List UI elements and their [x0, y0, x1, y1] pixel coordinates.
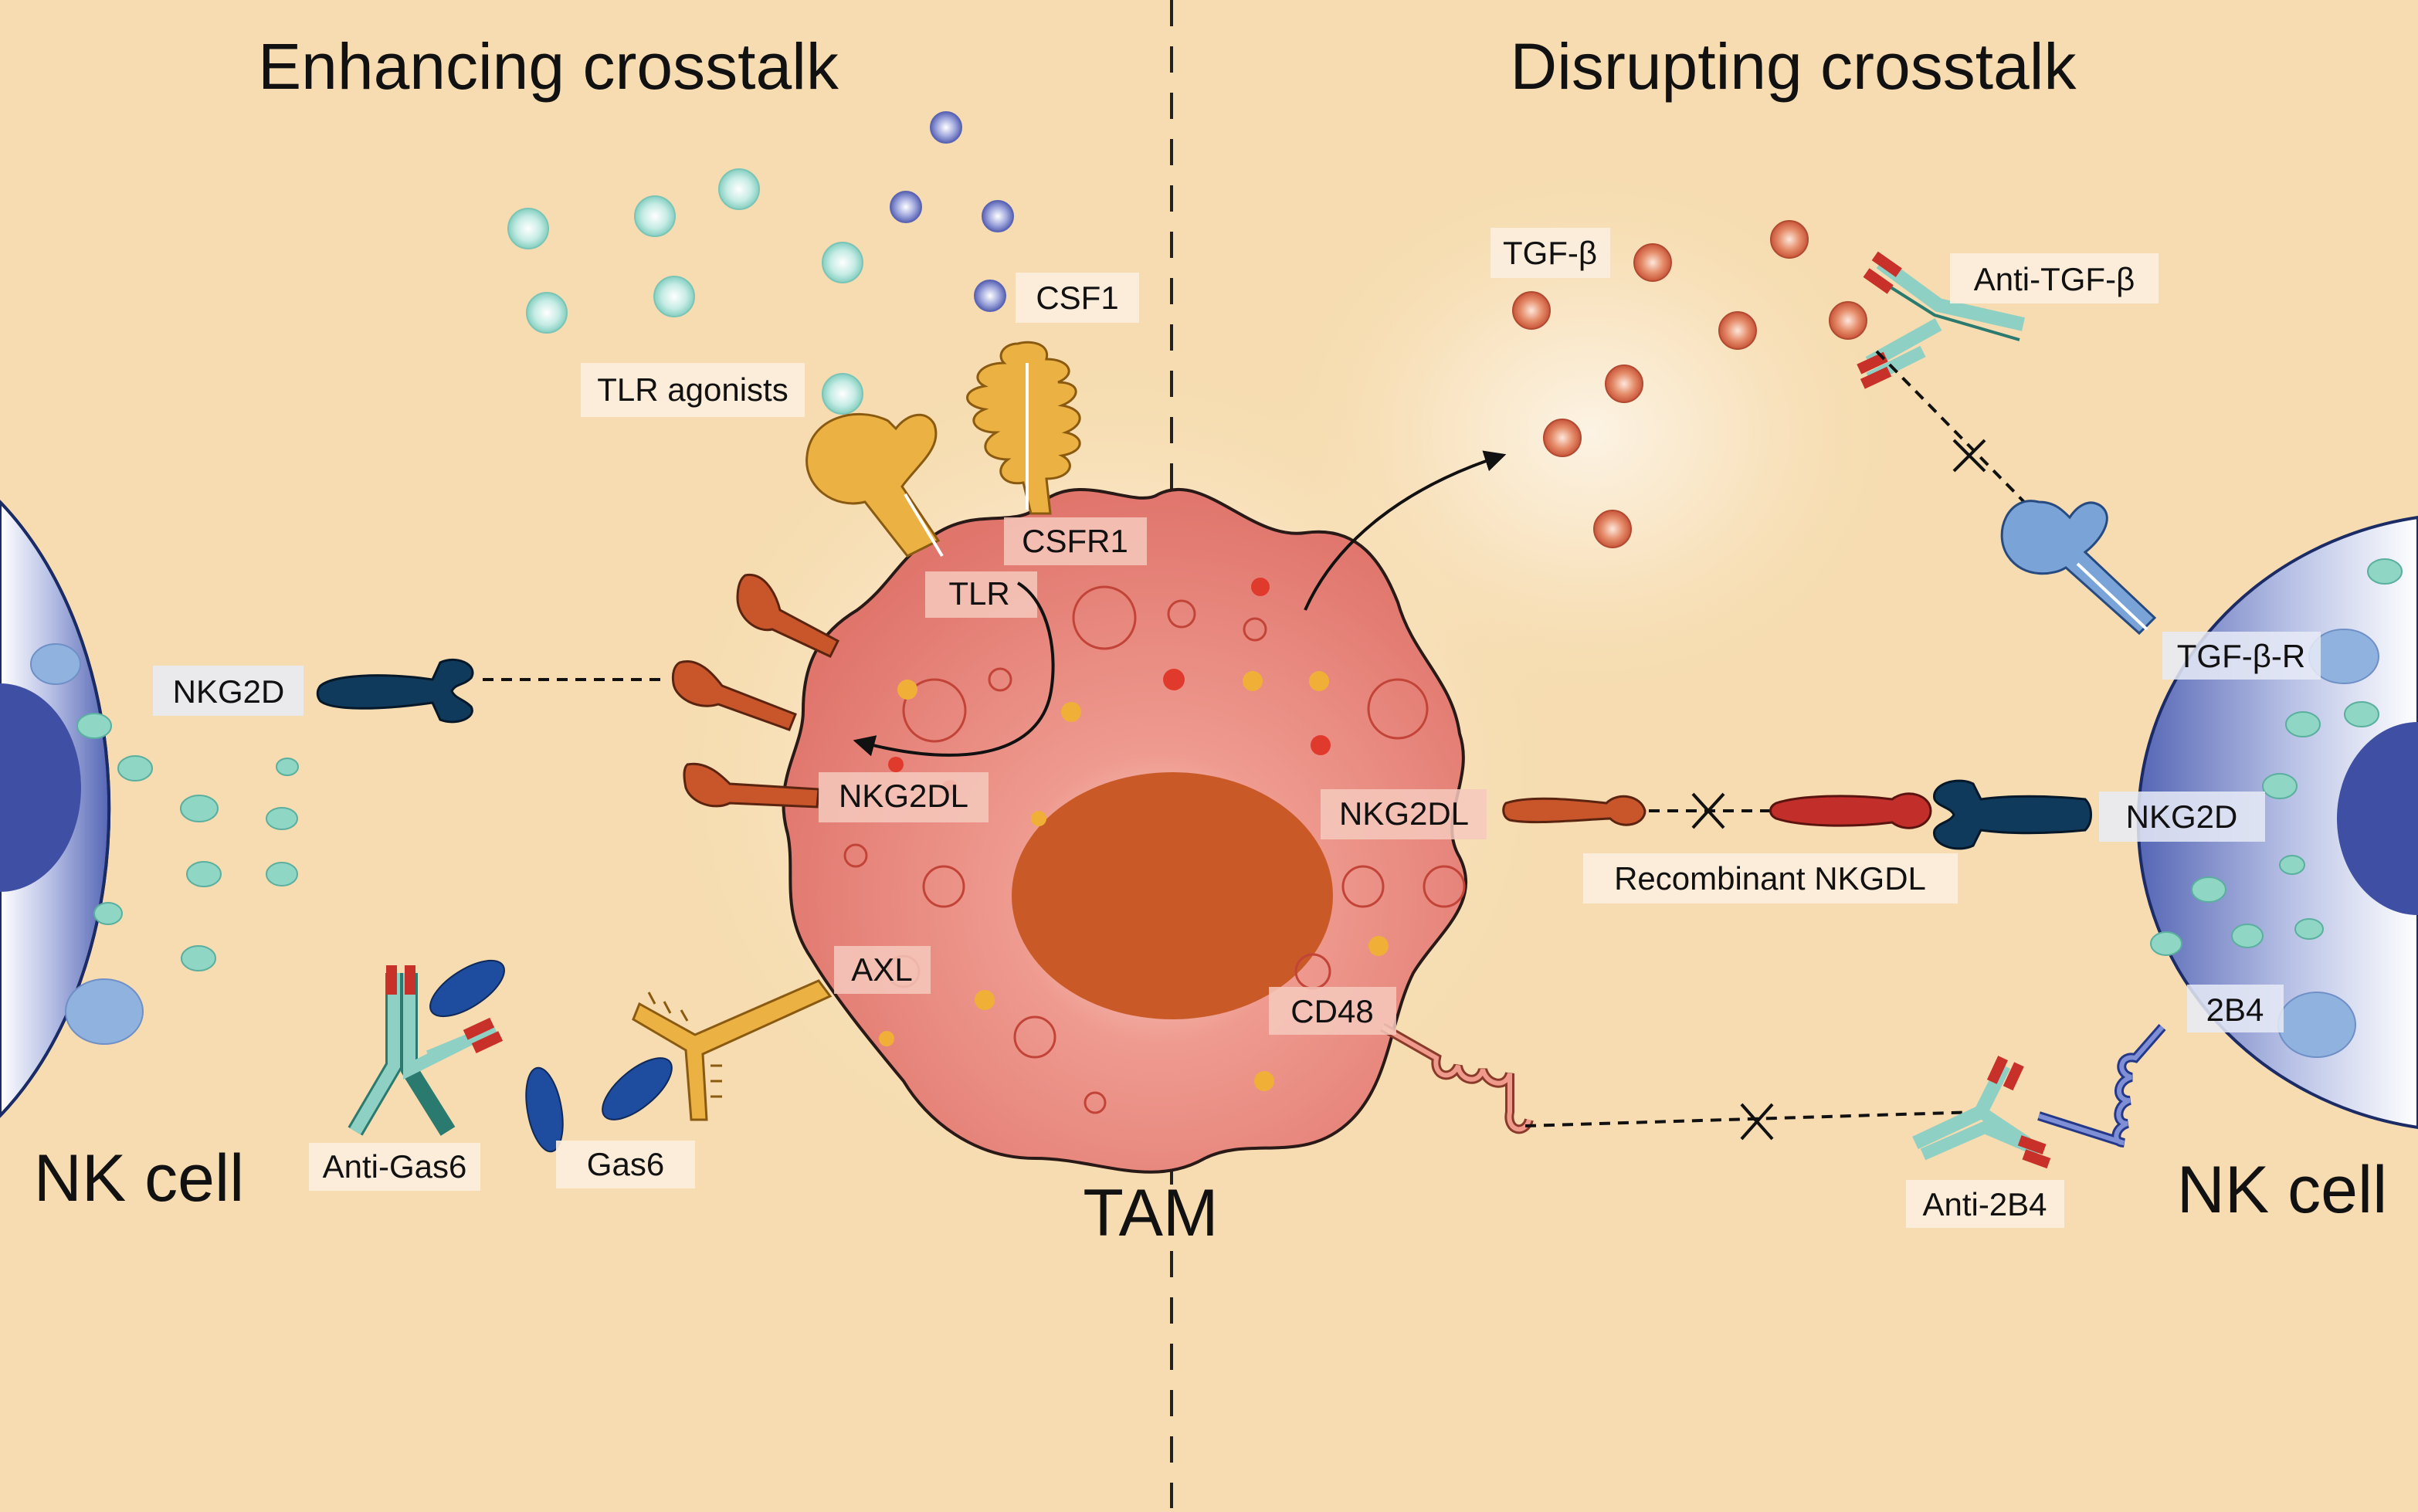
nkg2d-left-receptor: [316, 658, 474, 724]
nkg2d-right-label-box: [2099, 792, 2265, 842]
nkg2dl-block-x: [1691, 792, 1725, 829]
anti-tgfb-label: Anti-TGF-β: [1974, 261, 2135, 297]
csf1-label: CSF1: [1036, 280, 1118, 316]
nkg2dl-left-label-box: [819, 772, 989, 822]
nk-right-nucleus: [2337, 722, 2418, 915]
nk-cell-left: [0, 500, 299, 1118]
nkg2d-left-label: NKG2D: [173, 673, 285, 710]
anti-2b4-label: Anti-2B4: [1922, 1186, 2047, 1222]
cd48-label-box: [1269, 987, 1396, 1035]
tlr-receptor: [805, 412, 944, 558]
nkg2d-right-receptor: [1933, 779, 2092, 850]
nk-cell-left-label: NK cell: [34, 1141, 244, 1215]
tlr-signal-arrow: [853, 581, 1055, 757]
anti-tgfb-block-line: [1875, 350, 2064, 542]
nk-left-nucleus: [0, 683, 81, 892]
tgfb-particles: [1512, 220, 1867, 548]
recombinant-label: Recombinant NKGDL: [1614, 860, 1926, 897]
anti-gas6-antibody: [348, 965, 504, 1136]
csfr1-label-box: [1004, 517, 1147, 565]
anti-gas6-label-box: [309, 1143, 480, 1191]
cd48-block-line: [1524, 1110, 1978, 1127]
title-enhancing: Enhancing crosstalk: [258, 30, 839, 103]
anti-gas6-label: Anti-Gas6: [323, 1148, 467, 1185]
tlr-label: TLR: [948, 575, 1009, 612]
axl-label: AXL: [851, 951, 912, 988]
recombinant-label-box: [1583, 853, 1958, 903]
tgfb-label-box: [1490, 228, 1610, 278]
nkg2dl-right-label: NKG2DL: [1339, 795, 1469, 832]
tgfb-receptor: [2000, 500, 2157, 636]
anti-tgfb-block-x: [1952, 439, 1986, 473]
nkg2dl-ligands-left: [671, 574, 839, 809]
nkg2d-left-label-box: [153, 666, 304, 716]
nk-cell-right-label: NK cell: [2177, 1153, 2387, 1227]
tgfbr-label: TGF-β-R: [2177, 638, 2305, 674]
tgfb-secretion-arrow: [1304, 450, 1507, 611]
cd48-label: CD48: [1290, 993, 1373, 1029]
2b4-label: 2B4: [2206, 992, 2264, 1028]
csfr1-label: CSFR1: [1022, 523, 1128, 559]
tgfb-label: TGF-β: [1503, 235, 1597, 271]
anti-2b4-antibody: [1912, 1056, 2051, 1169]
nkg2dl-right-label-box: [1321, 789, 1487, 839]
csf1-particles: [890, 111, 1014, 312]
tam-nucleus: [1012, 772, 1333, 1019]
title-disrupting: Disrupting crosstalk: [1511, 30, 2077, 103]
tlr-label-box: [925, 571, 1037, 618]
gas6-molecules: [429, 959, 673, 1153]
csfr1-receptor: [966, 341, 1081, 515]
anti-tgfb-label-box: [1950, 253, 2159, 303]
recombinant-nkgdl: [1769, 792, 1932, 829]
tgfbr-label-box: [2162, 632, 2321, 680]
tam-label: TAM: [1083, 1176, 1218, 1250]
axl-label-box: [834, 946, 931, 994]
cd48-block-x: [1740, 1103, 1774, 1141]
tlr-agonists-label-box: [581, 363, 805, 417]
2b4-label-box: [2187, 985, 2284, 1032]
nkg2d-right-label: NKG2D: [2126, 798, 2238, 835]
anti-2b4-label-box: [1906, 1180, 2064, 1228]
nkg2dl-right-ligand: [1502, 795, 1646, 826]
csf1-label-box: [1016, 273, 1139, 323]
axl-receptor: [632, 979, 833, 1121]
tlr-agonists-label: TLR agonists: [597, 371, 788, 408]
nkg2dl-left-label: NKG2DL: [839, 778, 968, 814]
tgf-glow: [1267, 154, 1915, 710]
tlr-agonist-particles: [507, 168, 863, 415]
gas6-label-box: [556, 1141, 695, 1188]
gas6-label: Gas6: [587, 1146, 664, 1182]
